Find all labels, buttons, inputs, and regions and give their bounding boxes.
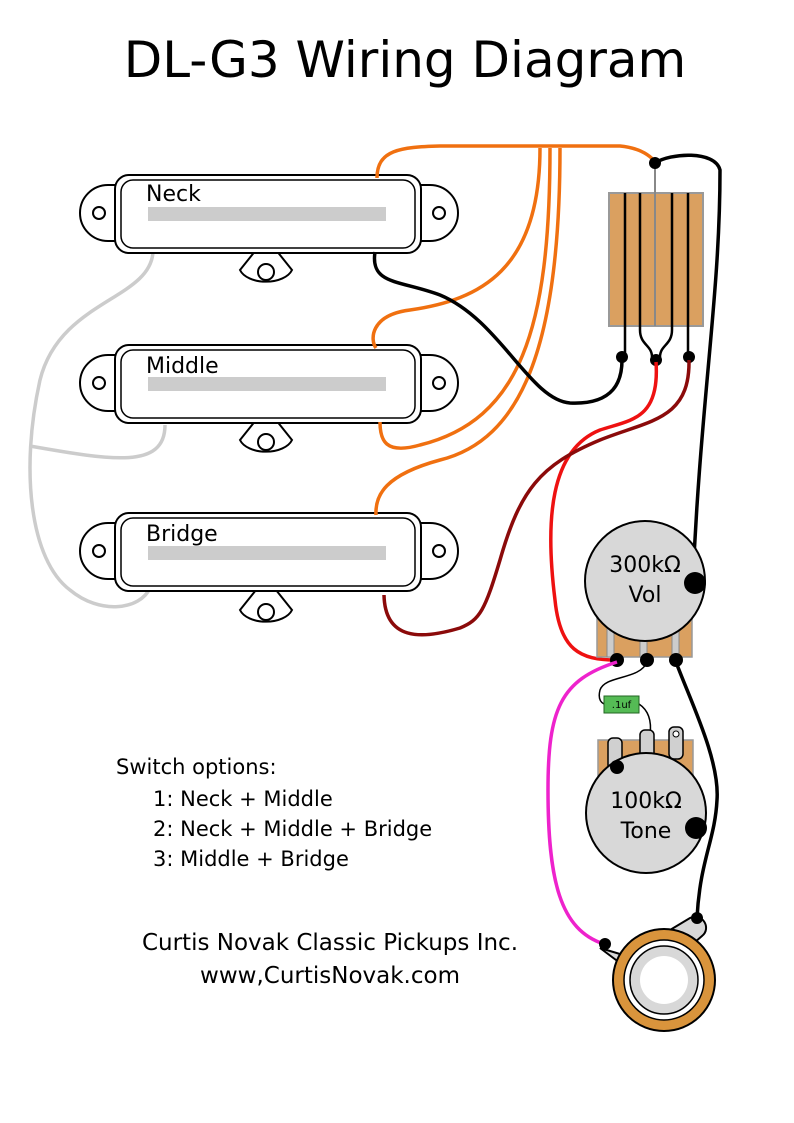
volume-pot: 300kΩ Vol [584,520,706,667]
tone-lug-3 [668,726,684,760]
gray-wire-middle [29,424,167,460]
gray-wire-neck [28,251,155,609]
neck-screw-left [92,206,106,220]
tone-capacitor: .1uf [598,661,652,736]
gray-wires [28,251,167,609]
cap-value: .1uf [612,700,632,711]
bridge-screw-left [92,544,106,558]
tone-solder [610,760,624,774]
switch-options: Switch options: 1: Neck + Middle 2: Neck… [116,755,432,871]
switch-options-heading: Switch options: [116,755,277,779]
pickup-bridge: Bridge [79,512,459,623]
jack-hole [640,956,688,1004]
bridge-screw-right [432,544,446,558]
diagram-title: DL-G3 Wiring Diagram [124,31,686,89]
vol-solder-3 [669,653,683,667]
switch-solder-1 [616,351,628,363]
vol-pot-name: Vol [629,583,662,608]
cap-body [603,695,640,714]
bridge-mount-hole [257,603,275,621]
middle-label: Middle [146,354,219,379]
neck-label: Neck [146,182,201,207]
tone-pot-name: Tone [620,819,672,844]
tone-lug-3-hole [672,730,680,738]
jack-ground-solder [691,912,703,924]
company-website: www,CurtisNovak.com [200,963,460,989]
tone-pot-value: 100kΩ [610,789,682,814]
switch-option-2: 2: Neck + Middle + Bridge [153,817,432,841]
middle-blade [148,377,386,391]
pickup-selector-switch [608,157,704,366]
tone-pot-body [585,752,707,874]
black-wire-neck-to-switch [372,251,624,405]
middle-mount-hole [257,433,275,451]
pickup-middle: Middle [79,344,459,453]
middle-screw-left [92,376,106,390]
tone-pot-ground-solder [685,817,707,839]
cap-lead-1 [598,661,648,705]
pink-wire [546,660,618,946]
pickup-neck: Neck [79,174,459,283]
company-name: Curtis Novak Classic Pickups Inc. [142,930,518,956]
output-jack [599,912,716,1032]
neck-mount-hole [257,263,275,281]
switch-solder-3 [683,351,695,363]
bridge-label: Bridge [146,522,218,547]
neck-blade [148,207,386,221]
jack-tip-solder [599,938,611,950]
orange-wire-bridge [374,147,562,516]
switch-solder-2 [650,354,662,366]
black-wire-vol-to-jack [674,661,719,919]
neck-screw-right [432,206,446,220]
vol-pot-ground-solder [684,572,706,594]
orange-wires [371,144,658,516]
switch-option-3: 3: Middle + Bridge [153,847,349,871]
vol-solder-2 [640,653,654,667]
vol-pot-value: 300kΩ [609,553,681,578]
orange-wire-middle-start [371,147,542,350]
switch-jumper [638,329,674,358]
orange-wire-middle-end [378,147,552,450]
bridge-blade [148,546,386,560]
orange-wire-neck [375,144,658,179]
tone-pot: 100kΩ Tone [585,726,707,874]
red-wire [549,361,659,662]
middle-screw-right [432,376,446,390]
switch-option-1: 1: Neck + Middle [153,787,333,811]
dark-red-wire [382,359,691,637]
